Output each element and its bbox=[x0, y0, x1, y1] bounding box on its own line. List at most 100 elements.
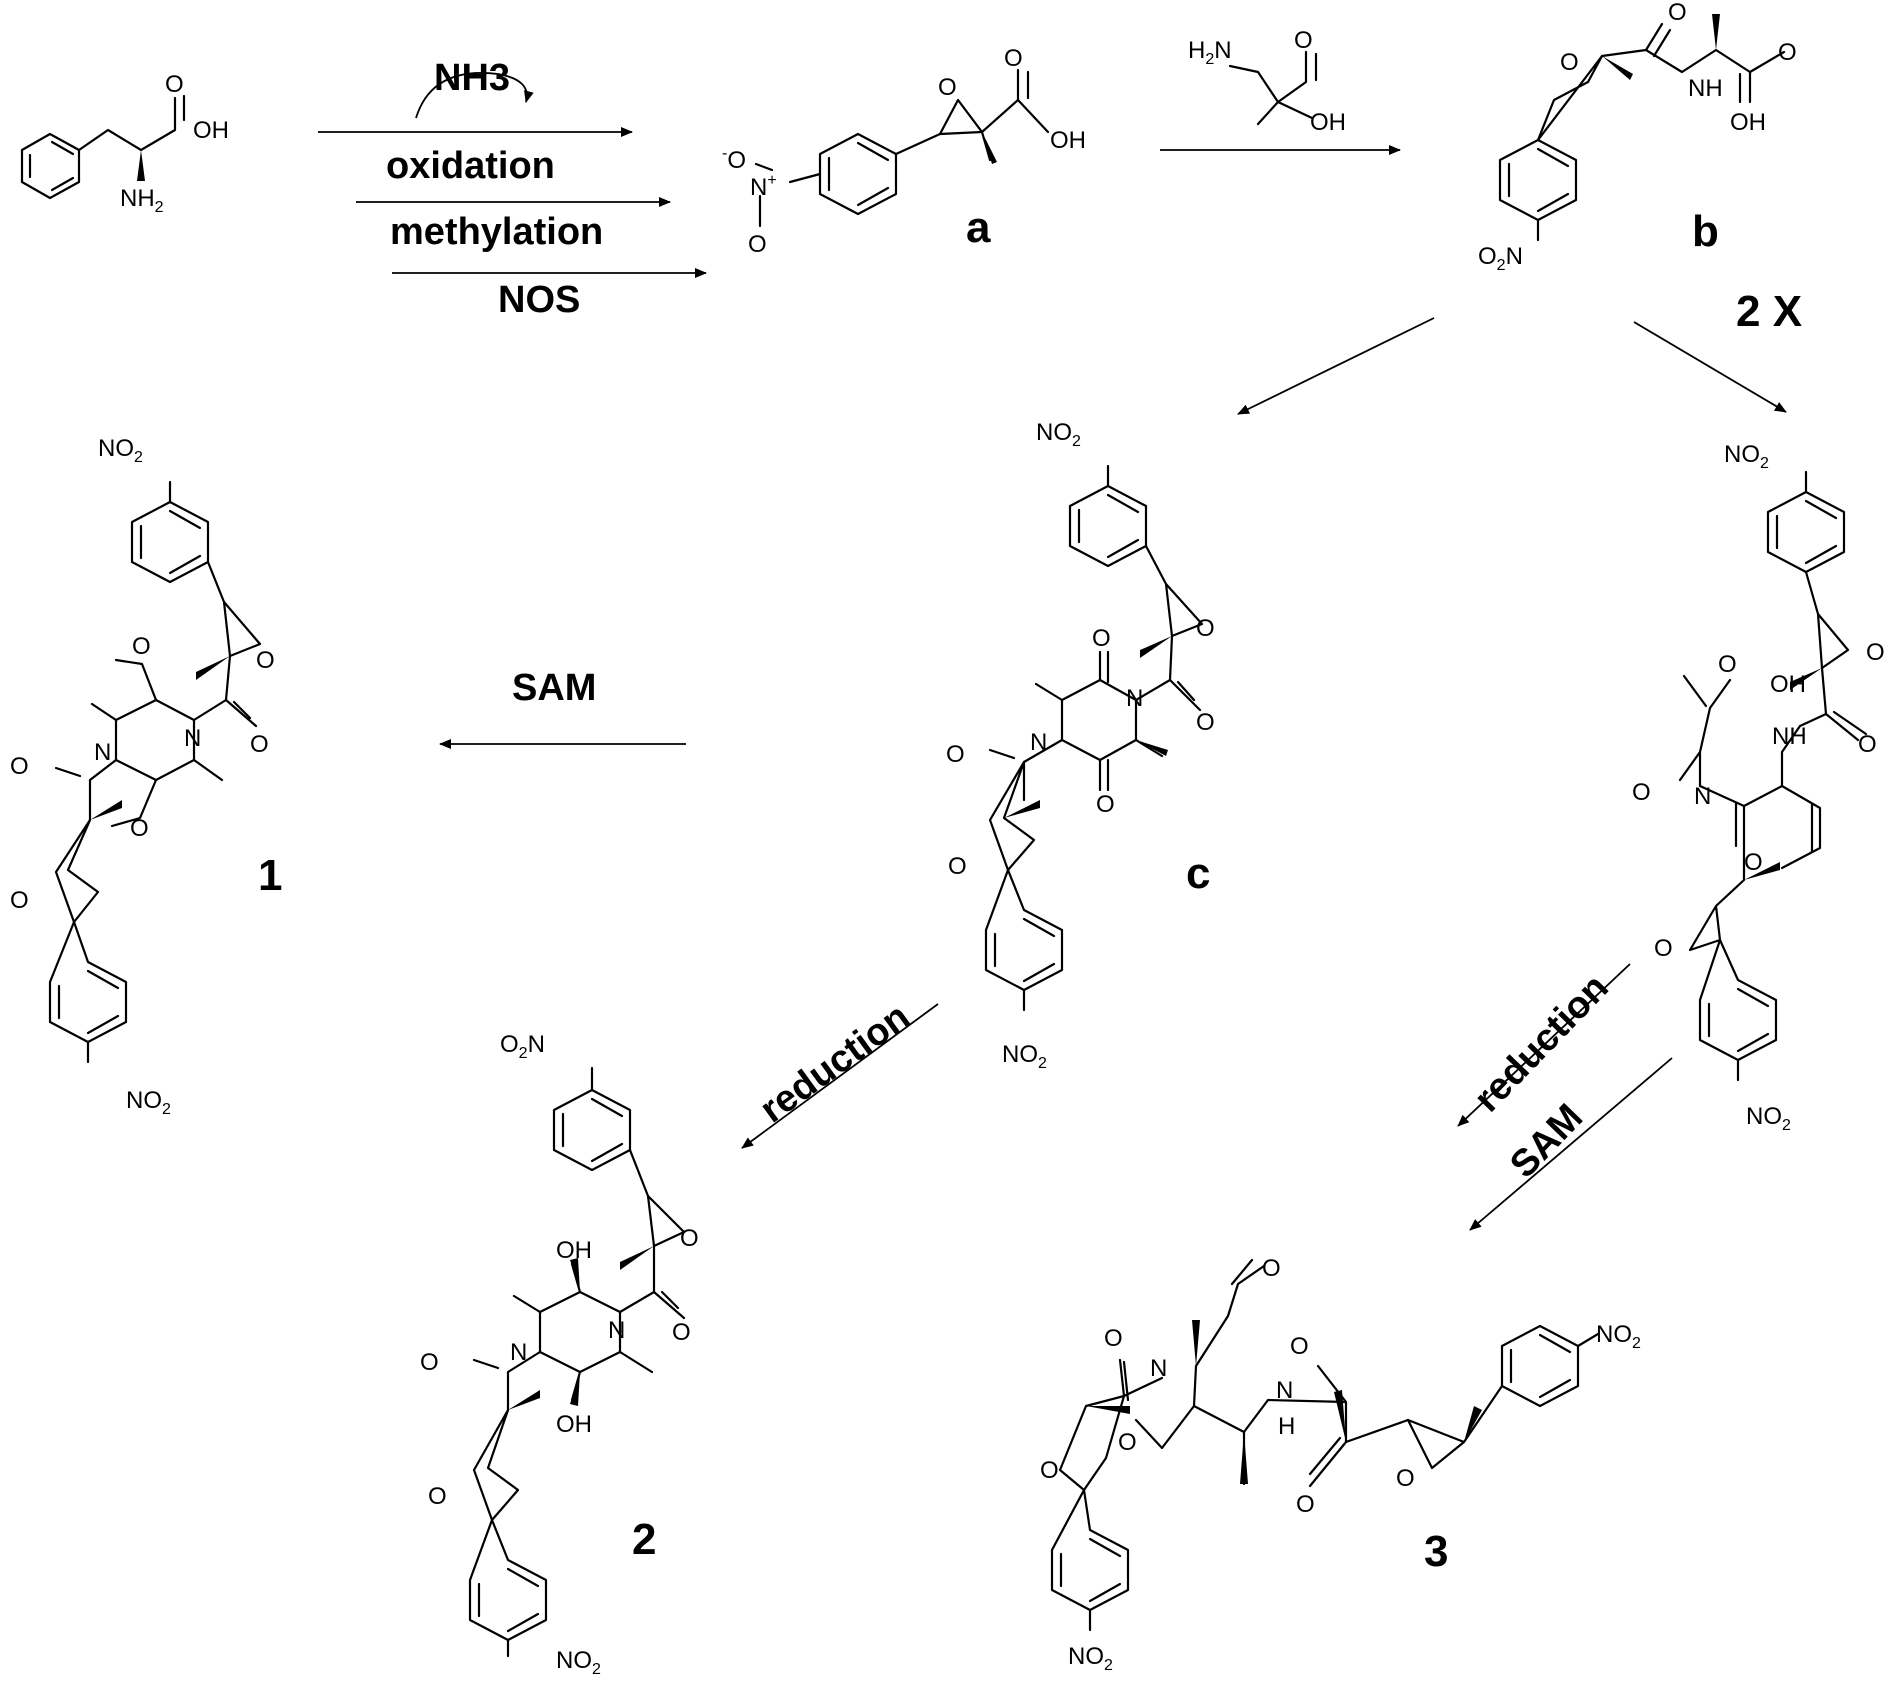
atom-o-epoxide: O bbox=[680, 1225, 699, 1252]
atom-o: O bbox=[1290, 1333, 1309, 1360]
atom-o: O bbox=[10, 753, 29, 780]
atom-o: O bbox=[1858, 731, 1877, 758]
atom-o: O bbox=[1104, 1325, 1123, 1352]
atom-o-methoxy: O bbox=[1118, 1429, 1137, 1456]
atom-o: O bbox=[1262, 1255, 1281, 1282]
atom-o: O bbox=[1632, 779, 1651, 806]
step-label-reduction-right: reduction bbox=[1466, 967, 1616, 1121]
atom-n: N bbox=[94, 739, 111, 766]
atom-nh2: NH2 bbox=[120, 185, 164, 216]
step-label-nos: NOS bbox=[498, 279, 580, 321]
atom-nh: NH bbox=[1772, 723, 1807, 750]
atom-o: O bbox=[748, 231, 767, 258]
atom-o-epoxide: O bbox=[948, 853, 967, 880]
atom-n: N bbox=[510, 1339, 527, 1366]
compound-a-structure: O O OH N+ -O O a bbox=[722, 45, 1086, 258]
atom-o-epoxide: O bbox=[428, 1483, 447, 1510]
atom-o2n: O2N bbox=[1478, 243, 1523, 274]
atom-n: N bbox=[1030, 729, 1047, 756]
atom-no2: NO2 bbox=[126, 1087, 171, 1118]
atom-o-epoxide: O bbox=[1654, 935, 1673, 962]
atom-o-minus: -O bbox=[722, 145, 746, 174]
atom-no2: NO2 bbox=[1036, 419, 1081, 450]
atom-o2n: O2N bbox=[500, 1031, 545, 1062]
atom-o: O bbox=[1092, 625, 1111, 652]
step-label-sam-left: SAM bbox=[512, 667, 596, 709]
atom-o: O bbox=[1294, 27, 1313, 54]
step-label-reduction-left: reduction bbox=[753, 996, 918, 1132]
compound-label-c: c bbox=[1186, 849, 1210, 898]
arrow-b-to-c bbox=[1237, 317, 1435, 415]
step-label-methylation: methylation bbox=[390, 211, 603, 253]
atom-n: N bbox=[608, 1317, 625, 1344]
atom-no2: NO2 bbox=[98, 435, 143, 466]
compound-label-a: a bbox=[966, 203, 991, 252]
atom-oh: OH bbox=[1770, 671, 1806, 698]
atom-n: N bbox=[1694, 783, 1711, 810]
arrow-c-to-2 bbox=[741, 1003, 939, 1149]
atom-o: O bbox=[946, 741, 965, 768]
atom-o: O bbox=[1744, 849, 1763, 876]
compound-c-structure: NO2 O O O N N O O O NO2 c bbox=[946, 419, 1215, 1072]
compound-label-2: 2 bbox=[632, 1515, 656, 1564]
arrow-b-to-linear bbox=[1633, 321, 1787, 413]
compound-2-structure: O2N O OH O N N O OH O NO2 2 bbox=[420, 1031, 699, 1678]
atom-o-epoxide: O bbox=[256, 647, 275, 674]
atom-oh: OH bbox=[556, 1237, 592, 1264]
atom-o: O bbox=[165, 71, 184, 98]
atom-nh: NH bbox=[1688, 75, 1723, 102]
atom-o: O bbox=[1718, 651, 1737, 678]
atom-o: O bbox=[420, 1349, 439, 1376]
atom-oh: OH bbox=[1310, 109, 1346, 136]
arrow-linear-to-3-b bbox=[1469, 1057, 1673, 1231]
atom-o-methoxy: O bbox=[132, 633, 151, 660]
atom-no2: NO2 bbox=[1002, 1041, 1047, 1072]
atom-o-epoxide: O bbox=[1866, 639, 1885, 666]
compound-1-structure: NO2 O O O N N O O O NO2 1 bbox=[10, 435, 282, 1118]
phenylalanine-structure: O OH NH2 bbox=[20, 71, 229, 216]
atom-no2: NO2 bbox=[1724, 441, 1769, 472]
compound-label-1: 1 bbox=[258, 851, 282, 900]
atom-o-epoxide: O bbox=[1196, 615, 1215, 642]
atom-o: O bbox=[1096, 791, 1115, 818]
atom-oh: OH bbox=[556, 1411, 592, 1438]
atom-n: N bbox=[1150, 1355, 1167, 1382]
atom-o: O bbox=[250, 731, 269, 758]
atom-o-epoxide: O bbox=[10, 887, 29, 914]
step-label-nh3: NH3 bbox=[434, 57, 510, 99]
curved-arrow-nh3 bbox=[415, 72, 534, 119]
atom-no2: NO2 bbox=[1746, 1103, 1791, 1134]
atom-n-plus: N+ bbox=[750, 172, 777, 201]
atom-o: O bbox=[1004, 45, 1023, 72]
atom-o: O bbox=[1668, 0, 1687, 26]
atom-n: N bbox=[1276, 1377, 1293, 1404]
atom-o-epoxide: O bbox=[1396, 1465, 1415, 1492]
atom-o-epoxide: O bbox=[1040, 1457, 1059, 1484]
compound-b-structure: O O NH OH O O2N b 2 X bbox=[1478, 0, 1802, 336]
atom-h: H bbox=[1278, 1413, 1295, 1440]
atom-no2: NO2 bbox=[556, 1647, 601, 1678]
alanine-addition: H2N O OH bbox=[1160, 27, 1401, 155]
label-2x: 2 X bbox=[1736, 287, 1802, 336]
compound-label-3: 3 bbox=[1424, 1527, 1448, 1576]
atom-oh: OH bbox=[1050, 127, 1086, 154]
atom-n: N bbox=[184, 725, 201, 752]
arrow-linear-to-3-a bbox=[1457, 963, 1631, 1127]
step-arrows-to-a: NH3 oxidation methylation NOS bbox=[318, 57, 707, 321]
atom-o-epoxide: O bbox=[1560, 49, 1579, 76]
atom-o-methoxy: O bbox=[130, 815, 149, 842]
atom-o: O bbox=[1196, 709, 1215, 736]
atom-oh: OH bbox=[193, 117, 229, 144]
atom-no2: NO2 bbox=[1596, 1321, 1641, 1352]
linear-intermediate-structure: NO2 O O OH NH O N O O O NO2 bbox=[1632, 441, 1885, 1134]
atom-no2: NO2 bbox=[1068, 1643, 1113, 1674]
compound-label-b: b bbox=[1692, 207, 1719, 256]
atom-h2n: H2N bbox=[1188, 37, 1232, 68]
atom-o-epoxide: O bbox=[938, 74, 957, 101]
atom-n: N bbox=[1126, 685, 1143, 712]
atom-o: O bbox=[672, 1319, 691, 1346]
atom-oh: OH bbox=[1730, 109, 1766, 136]
step-label-sam-right: SAM bbox=[1502, 1096, 1591, 1186]
compound-3-structure: NO2 O O H N O N O O O O NO2 3 bbox=[1040, 1255, 1641, 1674]
